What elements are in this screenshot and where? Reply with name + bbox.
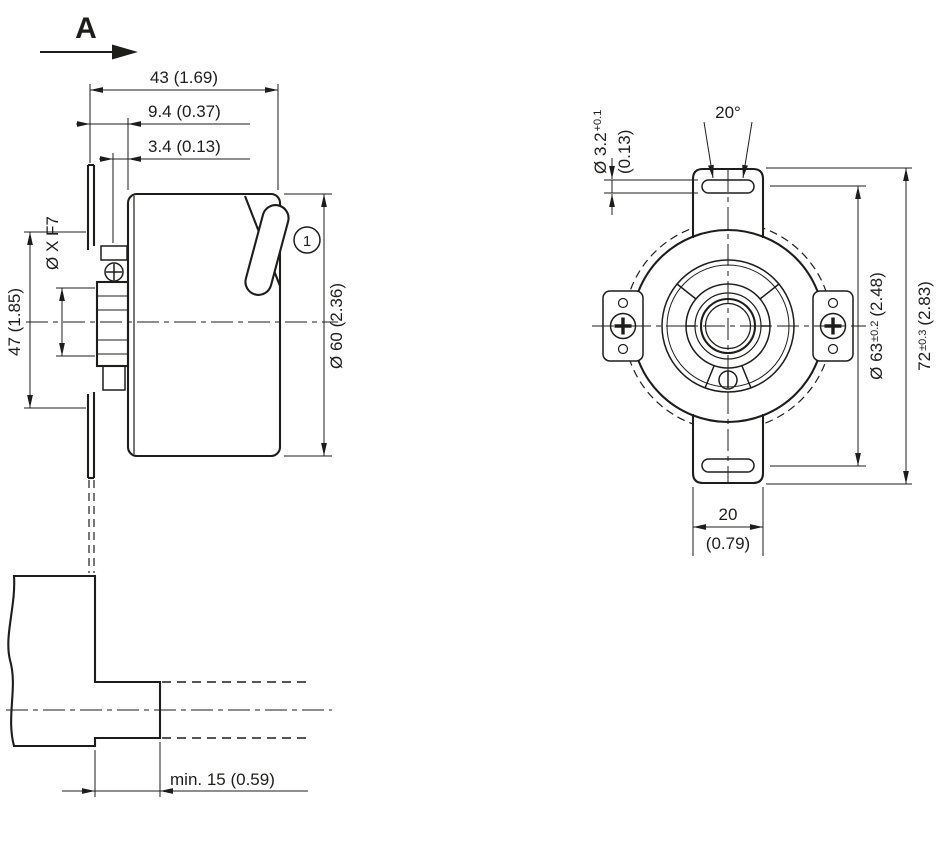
dim-min-depth-label: min. 15 (0.59) [170, 770, 275, 789]
dim-overall-height-inch: (2.83) [915, 281, 934, 325]
dim-overall-height-value: 72 [915, 352, 934, 371]
wall-section [6, 574, 332, 748]
side-dim-min-depth: min. 15 (0.59) [62, 742, 308, 797]
front-view: 20° Ø 3.2+0.1 (0.13) Ø 63±0.2 (2.48) 72±0… [591, 103, 934, 556]
front-dim-slot-width: Ø 3.2+0.1 (0.13) [591, 110, 698, 215]
dim-slot-width-label: Ø 3.2+0.1 [591, 110, 610, 174]
dim-height-label: 47 (1.85) [5, 288, 24, 356]
side-dim-offset2: 3.4 (0.13) [99, 137, 250, 243]
dim-diameter-label: Ø 60 (2.36) [327, 283, 346, 369]
dim-offset2-label: 3.4 (0.13) [148, 137, 221, 156]
callout-1-circle [293, 226, 321, 254]
dim-slot-width-inch-label: (0.13) [615, 130, 634, 174]
front-dim-bolt-circle: Ø 63±0.2 (2.48) [770, 185, 886, 467]
mounting-plate [86, 163, 96, 480]
front-dim-tab-width: 20 (0.79) [692, 487, 764, 556]
dim-overall-height-tolerance: ±0.3 [917, 330, 929, 351]
dim-bolt-circle-label: Ø 63±0.2 (2.48) [867, 272, 886, 380]
view-direction-label: A [75, 12, 97, 45]
encoder-body [126, 192, 290, 458]
dim-overall-height-label: 72±0.3 (2.83) [915, 281, 934, 371]
side-dim-offset1: 9.4 (0.37) [76, 102, 250, 190]
cable-connector [244, 204, 290, 296]
dim-slot-angle-label: 20° [715, 103, 741, 122]
dim-bolt-circle-inch: (2.48) [867, 272, 886, 316]
dim-slot-width-tolerance: +0.1 [592, 110, 604, 132]
dim-tab-width-label: 20 [719, 505, 738, 524]
front-dim-slot-angle: 20° [703, 103, 753, 179]
dim-offset1-label: 9.4 (0.37) [148, 102, 221, 121]
shaft-clamp [95, 245, 130, 391]
side-dim-shaft-bore: Ø X F7 [43, 216, 95, 357]
side-dim-diameter: Ø 60 (2.36) [284, 193, 346, 457]
callout-1: 1 [293, 226, 321, 254]
callout-1-label: 1 [303, 233, 311, 250]
dim-tab-width-inch-label: (0.79) [706, 534, 750, 553]
dim-bolt-circle-tolerance: ±0.2 [869, 321, 881, 342]
view-direction-indicator: A [40, 12, 138, 60]
front-dim-overall-height: 72±0.3 (2.83) [766, 167, 934, 485]
side-dim-total-width: 43 (1.69) [89, 68, 279, 190]
projection-lines [88, 480, 95, 573]
side-dim-height: 47 (1.85) [5, 231, 86, 409]
side-view: 43 (1.69) 9.4 (0.37) 3.4 (0.13) [5, 68, 346, 797]
dim-bolt-circle-value: Ø 63 [867, 343, 886, 380]
wall-outline [7, 574, 162, 748]
clamp-ring [95, 280, 130, 368]
dim-slot-width-value: Ø 3.2 [591, 132, 610, 174]
dim-total-width-label: 43 (1.69) [150, 68, 218, 87]
dim-shaft-bore-label: Ø X F7 [43, 216, 62, 270]
view-direction-arrow-icon [112, 44, 138, 60]
